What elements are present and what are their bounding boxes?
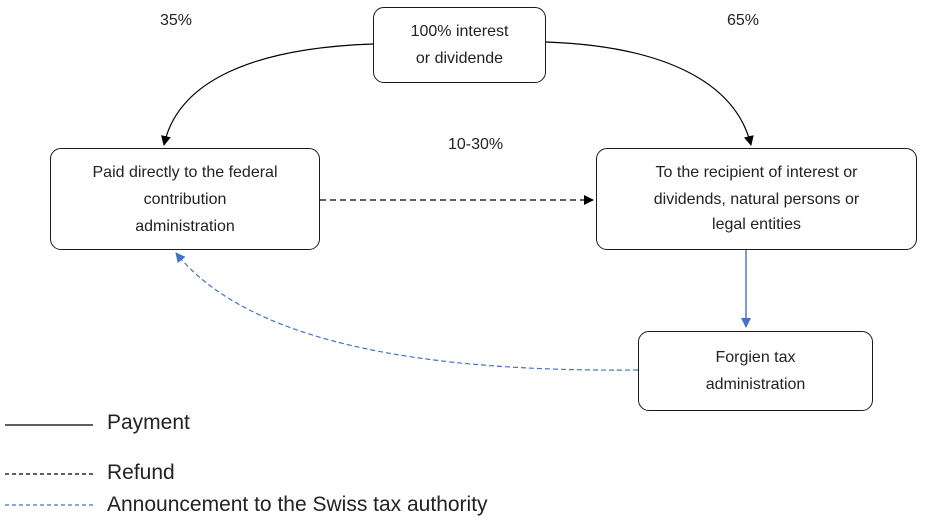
node-text: dividends, natural persons or <box>653 190 860 208</box>
node-text: administration <box>135 217 235 235</box>
legend-refund-label: Refund <box>107 461 175 484</box>
legend-payment-label: Payment <box>107 411 190 434</box>
node-text: or dividende <box>415 50 504 67</box>
edge-label-refund-range: 10-30% <box>448 136 504 153</box>
node-interest-or-dividend: 100% interest or dividende <box>373 7 546 83</box>
edge-label-65-percent: 65% <box>727 12 760 29</box>
arrow-foreign-to-left <box>175 252 639 371</box>
node-text: contribution <box>143 190 227 208</box>
legend-announcement-label: Announcement to the Swiss tax authority <box>107 493 488 516</box>
arrow-top-to-left <box>161 43 374 146</box>
arrow-top-to-right <box>545 41 754 146</box>
node-text: To the recipient of interest or <box>655 163 858 181</box>
node-federal-contribution-administration: Paid directly to the federal contributio… <box>50 148 320 250</box>
node-text: Forgien tax <box>715 349 796 366</box>
node-recipient: To the recipient of interest or dividend… <box>596 148 917 250</box>
node-text: legal entities <box>712 215 801 233</box>
edge-label-35-percent: 35% <box>160 12 193 29</box>
node-text: Paid directly to the federal <box>92 163 278 181</box>
node-text: administration <box>705 376 806 393</box>
node-text: 100% interest <box>410 23 509 40</box>
node-foreign-tax-administration: Forgien tax administration <box>638 331 873 411</box>
